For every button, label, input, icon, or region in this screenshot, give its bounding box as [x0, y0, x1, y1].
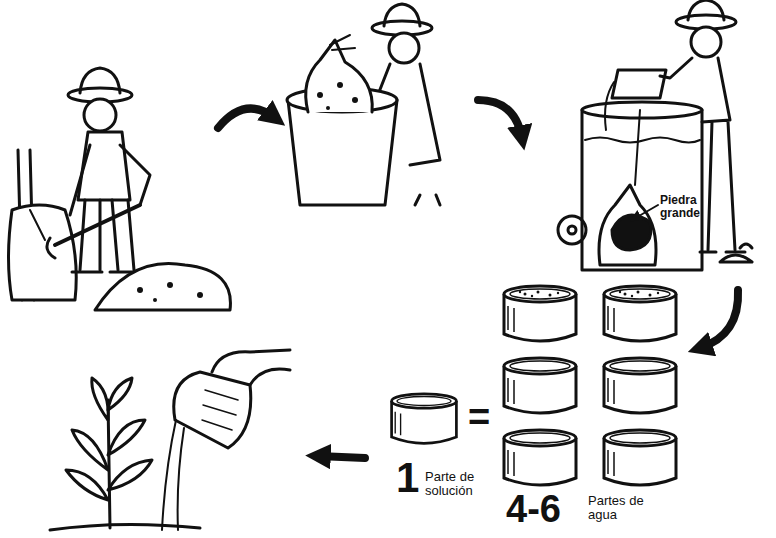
ratio-label: Parte de solución — [425, 470, 497, 497]
ratio-label: Partes de agua — [588, 494, 662, 521]
ratio-number: 4-6 — [506, 490, 586, 530]
equals-sign: = — [468, 398, 498, 438]
callout-label: Piedra grande — [660, 194, 722, 219]
ratio-number: 1 — [396, 456, 426, 500]
